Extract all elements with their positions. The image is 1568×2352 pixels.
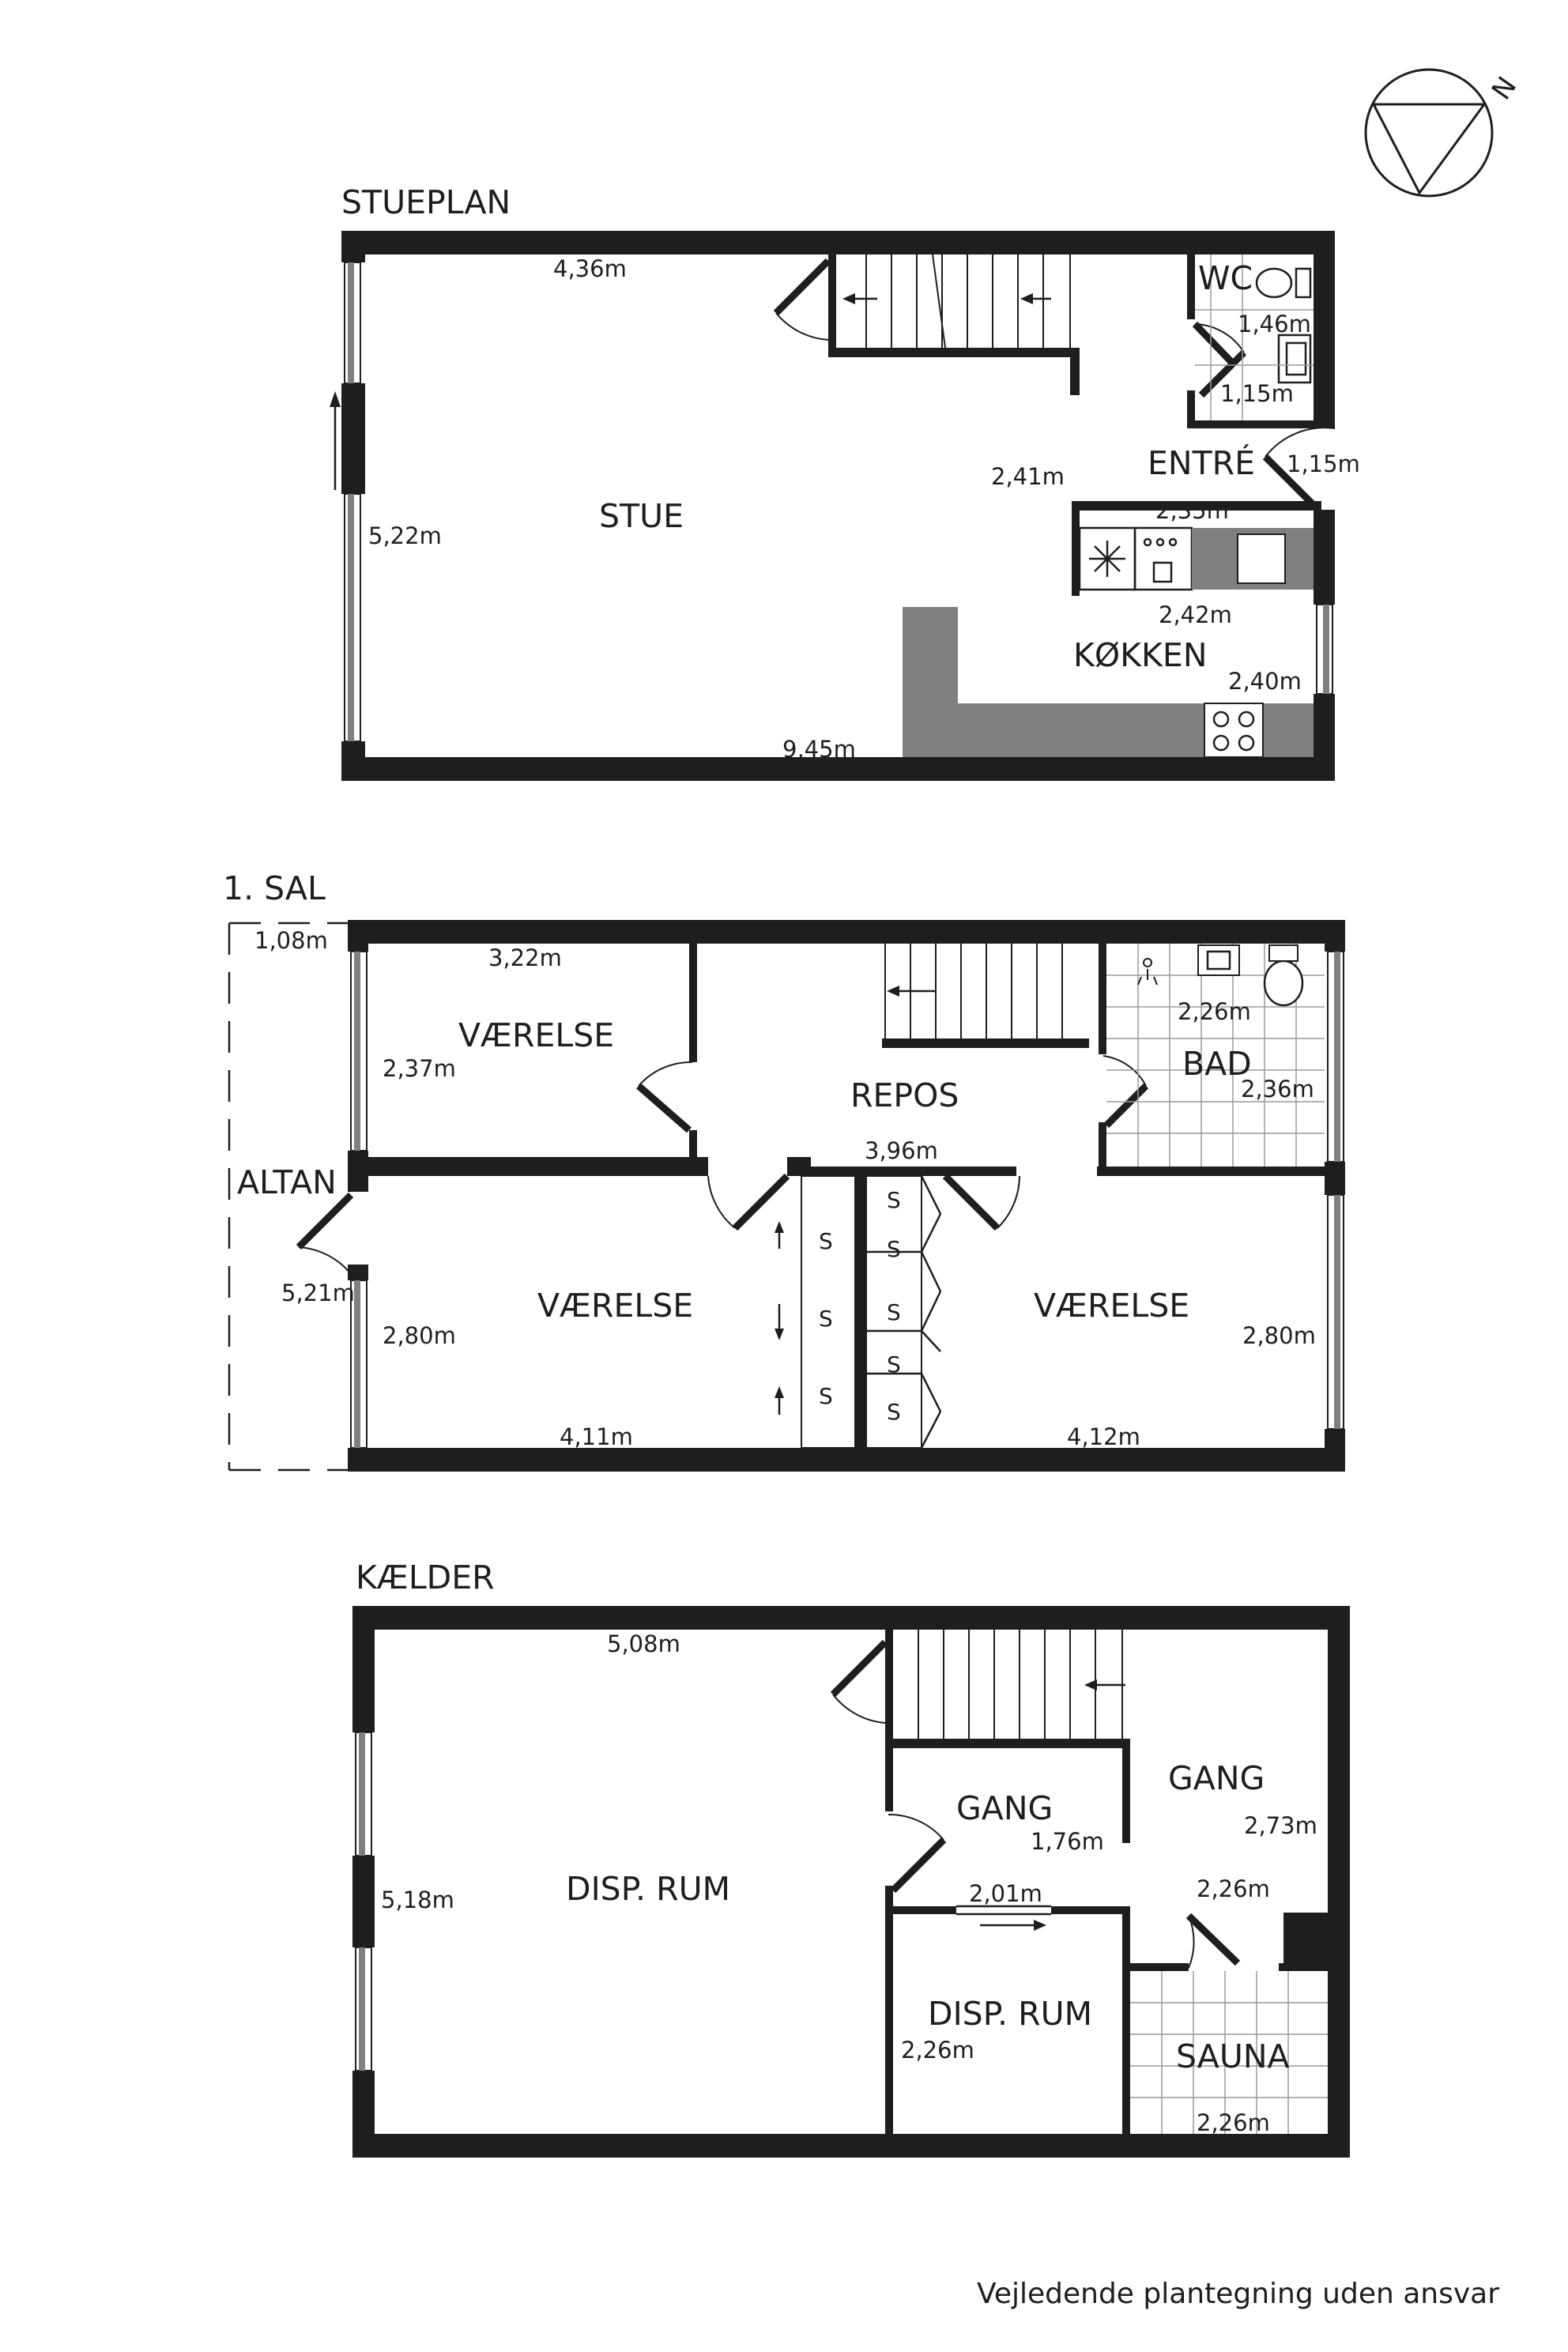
dimension-label: 2,37m: [383, 1055, 456, 1082]
dimension-label: 2,73m: [1244, 1812, 1317, 1839]
dimension-label: 1,08m: [254, 927, 328, 954]
room-label-wc: WC: [1198, 259, 1253, 297]
room-label-vaerelse-1: VÆRELSE: [458, 1016, 614, 1054]
dimension-label: 2,80m: [1242, 1322, 1316, 1349]
compass-icon: N: [1364, 68, 1523, 198]
dimension-label: 5,08m: [607, 1630, 680, 1657]
room-label-sauna: SAUNA: [1176, 2037, 1290, 2075]
room-label-repos: REPOS: [850, 1076, 959, 1114]
wall: [341, 757, 1335, 781]
footer-disclaimer: Vejledende plantegning uden ansvar: [977, 2278, 1499, 2310]
dimension-label: 2,26m: [1197, 2109, 1270, 2136]
shower-icon: [1137, 958, 1158, 986]
dimension-label: 2,35m: [1155, 497, 1229, 524]
room-label-altan: ALTAN: [237, 1163, 337, 1201]
room-label-vaerelse-3: VÆRELSE: [1034, 1287, 1189, 1325]
room-label-gang-1: GANG: [956, 1789, 1053, 1827]
closet-label: S: [819, 1306, 833, 1332]
dimension-label: 4,12m: [1067, 1423, 1140, 1450]
room-label-kokken: KØKKEN: [1073, 636, 1208, 674]
dimension-label: 4,11m: [560, 1423, 633, 1450]
room-label-bad: BAD: [1182, 1045, 1252, 1083]
dimension-label: 2,40m: [1228, 668, 1302, 695]
room-label-disp-rum-1: DISP. RUM: [566, 1870, 730, 1908]
dimension-label: 2,80m: [383, 1322, 456, 1349]
dimension-label: 1,15m: [1287, 450, 1360, 477]
dimension-label: 1,76m: [1031, 1828, 1104, 1855]
room-label-entre: ENTRÉ: [1148, 444, 1255, 482]
closet-label: S: [887, 1399, 901, 1425]
dimension-label: 9,45m: [782, 736, 856, 763]
floor-title-first: 1. SAL: [223, 869, 326, 907]
dimension-label: 2,36m: [1241, 1076, 1314, 1102]
dimension-label: 2,42m: [1159, 601, 1232, 628]
ground-floor-plan: STUE WC ENTRÉ KØKKEN 4,36m 5,22m 9,45m 2…: [330, 231, 1360, 781]
room-label-gang-2: GANG: [1168, 1759, 1265, 1797]
room-label-disp-rum-2: DISP. RUM: [928, 1995, 1092, 2033]
dimension-label: 2,01m: [969, 1880, 1042, 1907]
dimension-label: 1,15m: [1220, 380, 1294, 407]
dimension-label: 4,36m: [553, 255, 627, 282]
closet-label: S: [887, 1299, 901, 1325]
closet-label: S: [887, 1351, 901, 1378]
dimension-label: 5,21m: [281, 1280, 355, 1306]
dimension-label: 3,96m: [865, 1137, 938, 1164]
basement-floor-plan: DISP. RUM GANG GANG DISP. RUM SAUNA 5,08…: [352, 1606, 1350, 2158]
closet-label: S: [887, 1236, 901, 1262]
dimension-label: 2,26m: [1197, 1875, 1270, 1902]
dimension-label: 2,26m: [1178, 998, 1251, 1025]
closet-label: S: [819, 1383, 833, 1409]
dimension-label: 1,46m: [1238, 311, 1311, 337]
first-floor-plan: S S S S S S S S VÆRELSE REPOS BAD ALTAN …: [228, 920, 1345, 1472]
dimension-label: 5,18m: [381, 1886, 454, 1913]
dimension-label: 5,22m: [368, 522, 442, 549]
room-label-stue: STUE: [599, 497, 684, 535]
compass-north-label: N: [1486, 71, 1523, 106]
dimension-label: 2,26m: [901, 2037, 974, 2064]
room-label-vaerelse-2: VÆRELSE: [537, 1287, 693, 1325]
dimension-label: 2,41m: [991, 463, 1065, 490]
dimension-label: 3,22m: [488, 944, 562, 971]
closet-label: S: [887, 1187, 901, 1213]
floor-title-basement: KÆLDER: [356, 1559, 495, 1596]
wall: [341, 231, 1335, 254]
floor-title-ground: STUEPLAN: [341, 183, 511, 221]
closet-label: S: [819, 1228, 833, 1254]
